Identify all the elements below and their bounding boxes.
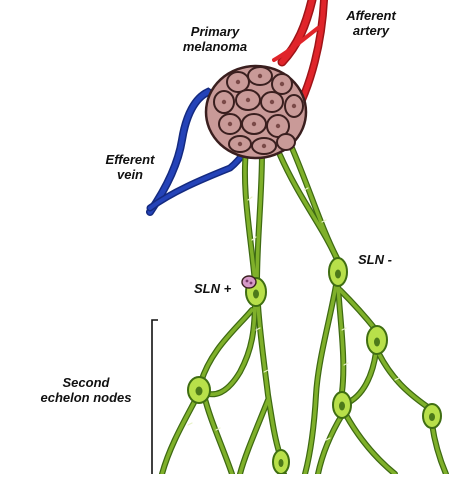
afferent-artery-label: Afferent artery	[326, 8, 416, 38]
second-echelon-label: Second echelon nodes	[30, 375, 142, 405]
lymph-node-cores	[195, 269, 435, 467]
efferent-vein-label: Efferent vein	[90, 152, 170, 182]
efferent-vein-line2: vein	[116, 167, 143, 182]
efferent-vein-line1: Efferent	[105, 152, 155, 167]
primary-melanoma-label: Primary melanoma	[160, 24, 270, 54]
sln-positive-label: SLN +	[194, 281, 232, 296]
sln-negative-label: SLN -	[358, 252, 392, 267]
second-echelon-bracket	[151, 319, 158, 474]
second-echelon-line1: Second	[62, 375, 110, 390]
second-echelon-line2: echelon nodes	[40, 390, 132, 405]
afferent-artery-line2: artery	[352, 23, 390, 38]
primary-melanoma-line1: Primary	[190, 24, 240, 39]
afferent-artery-line1: Afferent	[346, 8, 396, 23]
lymphatic-vessels	[159, 145, 449, 477]
primary-melanoma-line2: melanoma	[182, 39, 248, 54]
primary-melanoma-tumor	[204, 64, 308, 160]
metastasis-mark	[241, 275, 257, 289]
